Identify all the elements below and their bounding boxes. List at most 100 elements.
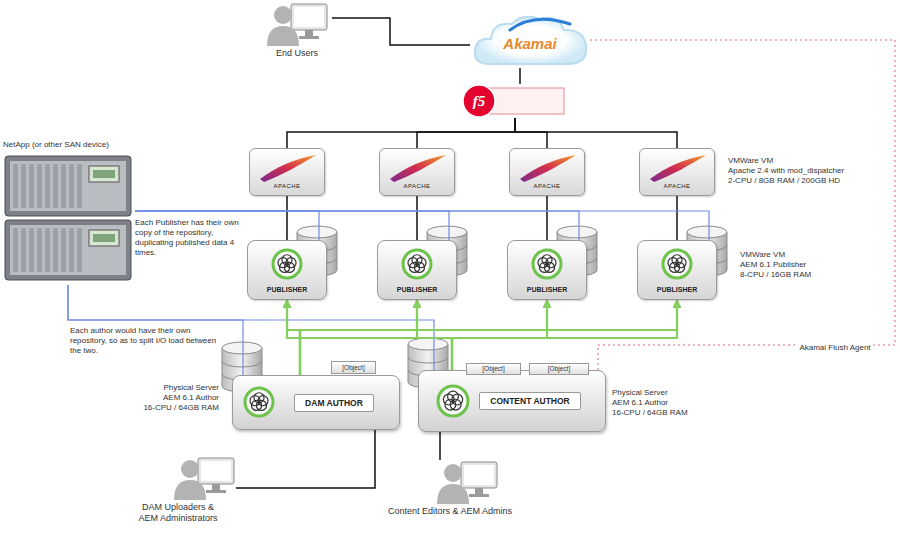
- drawing-rect: [69, 228, 74, 272]
- aem-logo-petal: [250, 396, 260, 406]
- annotation-box: Each author would have their own reposit…: [70, 326, 220, 356]
- node-label: f5: [462, 84, 496, 118]
- connector: [417, 300, 452, 370]
- node-label: PUBLISHER: [267, 286, 307, 294]
- node-label: DAM Uploaders & AEM Administrators: [134, 502, 222, 524]
- drawing-rect: [37, 164, 42, 208]
- drawing-rect: [61, 164, 66, 208]
- drawing-circle: [274, 6, 292, 24]
- object-tab: [Object]: [331, 361, 376, 374]
- node-label: End Users: [264, 48, 330, 59]
- drawing-rect: [299, 36, 319, 39]
- drawing-rect: [93, 170, 115, 178]
- annotation-box: 8-CPU / 16GB RAM: [740, 270, 811, 280]
- drawing-rect: [45, 164, 50, 208]
- drawing-path: [174, 480, 206, 500]
- connector: [417, 118, 515, 148]
- annotation-box: AEM 6.1 Author: [612, 398, 668, 408]
- drawing-rect: [10, 225, 126, 275]
- web-server-box: APACHE: [639, 148, 715, 196]
- aem-logo-petal: [538, 258, 548, 268]
- node-label: PUBLISHER: [397, 286, 437, 294]
- connector: [286, 196, 288, 240]
- drawing-rect: [206, 490, 226, 493]
- drawing-rect: [461, 462, 497, 488]
- user-icon: [172, 456, 236, 500]
- aem-logo-ring: [533, 250, 561, 278]
- connector: [452, 300, 677, 370]
- drawing-circle: [444, 464, 462, 482]
- storage-array: [3, 140, 135, 285]
- drawing-rect: [69, 164, 74, 208]
- drawing-rect: [5, 156, 131, 216]
- drawing-rect: [475, 488, 483, 494]
- node-label: Akamai: [503, 35, 556, 52]
- aem-logo-petal: [668, 258, 678, 268]
- aem-logo-ring: [245, 388, 273, 416]
- object-tab: [Object]: [466, 363, 521, 375]
- node-label: DAM AUTHOR: [294, 394, 374, 412]
- node-label: PUBLISHER: [657, 286, 697, 294]
- load-balancer: f5: [462, 84, 566, 118]
- annotation-box: Each Publisher has their own copy of the…: [135, 218, 243, 258]
- node-label: PUBLISHER: [527, 286, 567, 294]
- aem-logo-ring: [663, 250, 691, 278]
- annotation-box: 2-CPU / 8GB RAM / 200GB HD: [728, 176, 840, 186]
- drawing-rect: [13, 228, 18, 272]
- node-label: Content Editors & AEM Admins: [385, 506, 515, 517]
- publisher-box: PUBLISHER: [637, 240, 717, 300]
- drawing-circle: [181, 460, 199, 478]
- web-server-box: APACHE: [379, 148, 455, 196]
- drawing-path: [650, 155, 706, 182]
- annotation: 8-CPU / 16GB RAM: [740, 270, 811, 280]
- annotation-box: Physical Server: [612, 388, 668, 398]
- cdn-cloud: Akamai: [470, 10, 590, 68]
- annotation-box: VMWare VM: [740, 250, 785, 260]
- annotation: 16-CPU / 64GB RAM: [143, 403, 219, 413]
- user-node: Content Editors & AEM Admins: [385, 460, 515, 517]
- annotation-box: 16-CPU / 64GB RAM: [143, 403, 219, 413]
- connector: [676, 196, 678, 240]
- annotation: Physical Server: [163, 383, 219, 393]
- drawing-rect: [5, 220, 131, 280]
- node-label: CONTENT AUTHOR: [479, 392, 580, 410]
- node-label: [Object]: [548, 365, 570, 373]
- user-icon: [435, 460, 499, 504]
- annotation: Each author would have their own reposit…: [70, 326, 220, 356]
- node-label: APACHE: [273, 183, 300, 190]
- user-icon: [265, 2, 329, 46]
- drawing-rect: [201, 461, 231, 481]
- connector: [515, 118, 547, 148]
- drawing-path: [437, 484, 469, 504]
- annotation: Physical Server: [612, 388, 668, 398]
- drawing-rect: [294, 7, 324, 27]
- drawing-rect: [45, 228, 50, 272]
- publisher-box: PUBLISHER: [377, 240, 457, 300]
- drawing-rect: [77, 228, 82, 272]
- user-node: End Users: [262, 2, 332, 59]
- drawing-rect: [464, 465, 494, 485]
- drawing-rect: [21, 228, 26, 272]
- drawing-path: [390, 155, 446, 182]
- web-server-box: APACHE: [509, 148, 585, 196]
- annotation-box: 16-CPU / 64GB RAM: [612, 408, 688, 418]
- publisher-box: PUBLISHER: [247, 240, 327, 300]
- aem-logo-ring: [438, 386, 468, 416]
- node-label: APACHE: [403, 183, 430, 190]
- node-label: [Object]: [342, 364, 364, 372]
- edge-label-box: Akamai Flush Agent: [796, 336, 873, 354]
- drawing-rect: [53, 164, 58, 208]
- drawing-path: [260, 155, 316, 182]
- object-tab: [Object]: [529, 363, 589, 375]
- drawing-rect: [13, 164, 18, 208]
- annotation: Each Publisher has their own copy of the…: [135, 218, 243, 258]
- connector: [416, 196, 418, 240]
- connector: [68, 285, 243, 375]
- annotation: VMWare VM: [728, 156, 773, 166]
- annotation: 16-CPU / 64GB RAM: [612, 408, 688, 418]
- author-server-box: CONTENT AUTHOR[Object][Object]: [418, 370, 606, 432]
- aem-logo-petal: [278, 258, 288, 268]
- drawing-rect: [291, 4, 327, 30]
